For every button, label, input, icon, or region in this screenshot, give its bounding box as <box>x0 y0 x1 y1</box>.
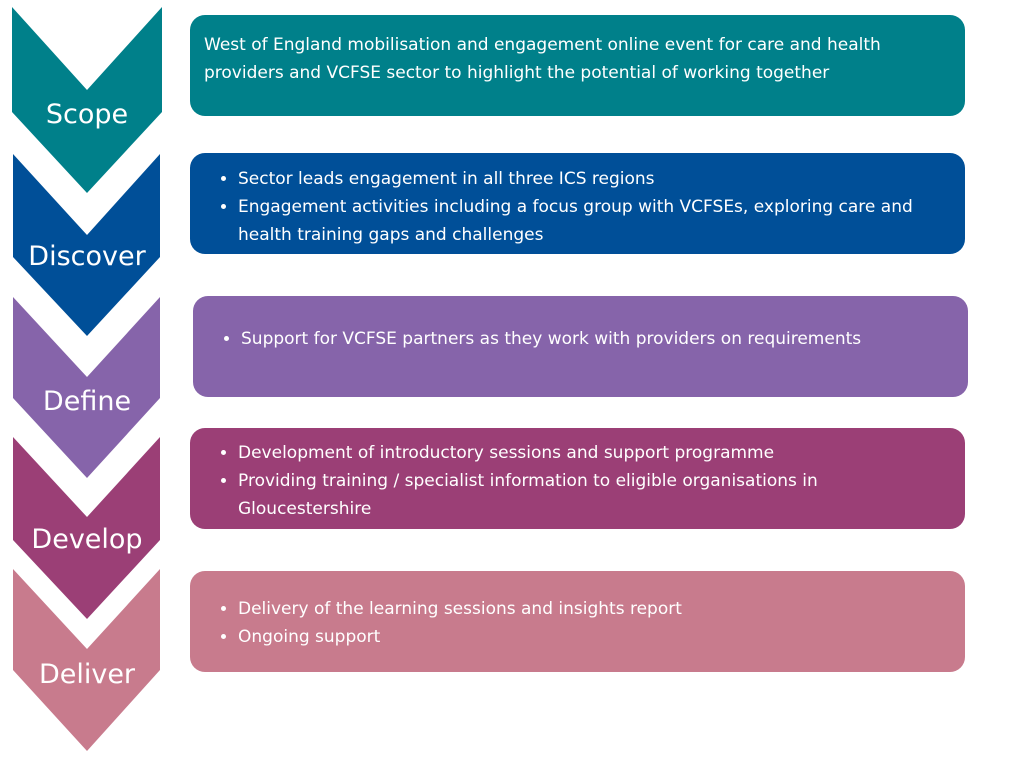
bullet: Sector leads engagement in all three ICS… <box>238 165 951 193</box>
stage-label-define: Define <box>42 386 132 417</box>
bullet: Delivery of the learning sessions and in… <box>238 595 951 623</box>
chevron-scope <box>12 7 162 193</box>
chevron-column <box>12 7 162 751</box>
stage-box-discover: Sector leads engagement in all three ICS… <box>190 153 965 254</box>
stage-label-scope: Scope <box>45 99 129 130</box>
stage-label-develop: Develop <box>31 524 143 555</box>
chevron-deliver <box>13 569 160 751</box>
stage-label-discover: Discover <box>28 241 146 272</box>
chevron-define <box>13 297 160 478</box>
bullet: Engagement activities including a focus … <box>238 193 951 249</box>
stage-box-deliver: Delivery of the learning sessions and in… <box>190 571 965 672</box>
bullet: Development of introductory sessions and… <box>238 439 951 467</box>
stage-box-develop: Development of introductory sessions and… <box>190 428 965 529</box>
bullet: Providing training / specialist informat… <box>238 467 951 523</box>
chevron-discover <box>13 154 160 336</box>
stage-description: West of England mobilisation and engagem… <box>204 35 881 83</box>
bullet: Ongoing support <box>238 623 951 651</box>
stage-label-deliver: Deliver <box>38 659 136 690</box>
stage-box-scope: West of England mobilisation and engagem… <box>190 15 965 116</box>
stage-box-define: Support for VCFSE partners as they work … <box>193 296 968 397</box>
bullet: Support for VCFSE partners as they work … <box>241 325 954 353</box>
chevron-develop <box>13 437 160 619</box>
